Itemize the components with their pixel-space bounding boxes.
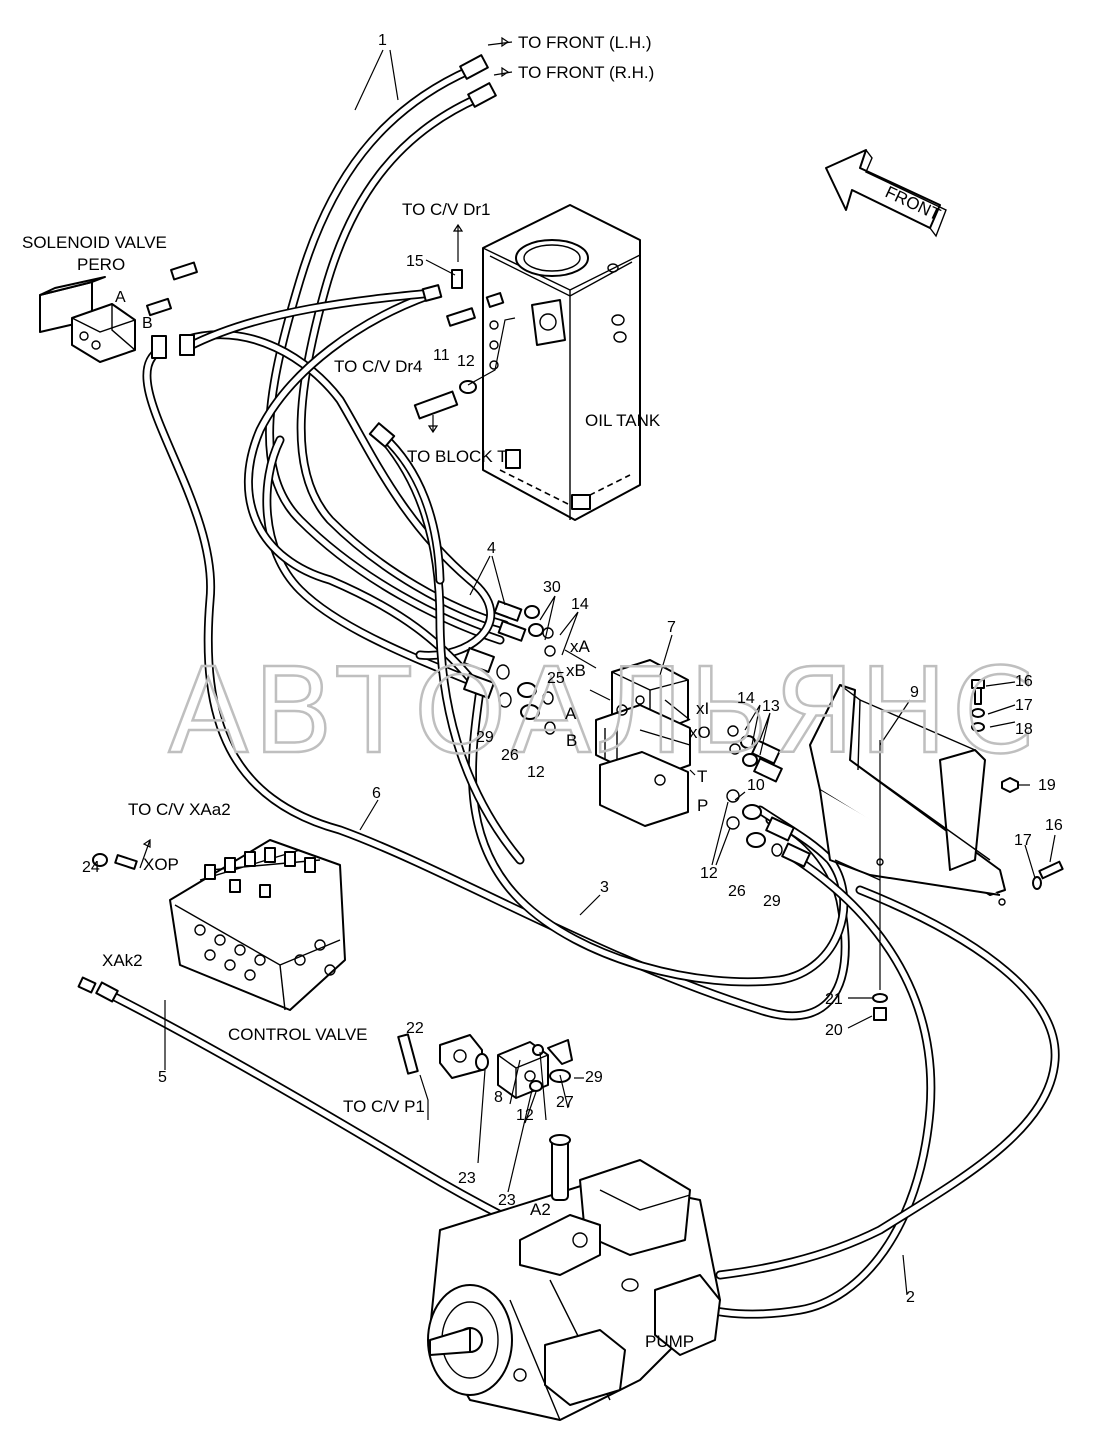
fasteners xyxy=(872,679,1064,1021)
callout-1: 1 xyxy=(378,32,387,49)
callout-12-pump: 12 xyxy=(516,1107,534,1124)
callout-29-right: 29 xyxy=(763,893,781,910)
callout-10: 10 xyxy=(747,777,765,794)
port-b-solenoid: B xyxy=(142,315,153,332)
callout-6: 6 xyxy=(372,785,381,802)
label-to-cv-p1: TO C/V P1 xyxy=(343,1097,425,1116)
callout-2: 2 xyxy=(906,1289,915,1306)
callout-25: 25 xyxy=(547,670,565,687)
port-xb: xB xyxy=(566,661,586,680)
label-to-cv-dr4: TO C/V Dr4 xyxy=(334,357,422,376)
tank-fittings xyxy=(413,223,516,434)
callout-17-lower: 17 xyxy=(1014,832,1032,849)
callout-23-left: 23 xyxy=(458,1170,476,1187)
callout-18: 18 xyxy=(1015,721,1033,738)
callout-16-lower: 16 xyxy=(1045,817,1063,834)
callout-11: 11 xyxy=(433,347,450,364)
callout-7: 7 xyxy=(667,619,676,636)
port-p: P xyxy=(697,796,708,815)
callout-26-block: 26 xyxy=(501,747,519,764)
label-pero: PERO xyxy=(77,255,125,274)
callout-29-block: 29 xyxy=(476,729,494,746)
callout-12-tank: 12 xyxy=(457,353,475,370)
label-solenoid-valve: SOLENOID VALVE xyxy=(22,233,167,252)
callout-20: 20 xyxy=(825,1022,843,1039)
callout-13: 13 xyxy=(762,698,780,715)
pump xyxy=(427,1134,721,1421)
callout-22: 22 xyxy=(406,1020,424,1037)
callout-12-right: 12 xyxy=(700,865,718,882)
block-fittings xyxy=(496,605,783,857)
label-to-cv-xaa2: TO C/V XAa2 xyxy=(128,800,231,819)
port-xa: xA xyxy=(570,637,591,656)
label-a2: A2 xyxy=(530,1200,551,1219)
oil-tank xyxy=(482,204,641,521)
callout-16-upper: 16 xyxy=(1015,673,1033,690)
port-a: A xyxy=(565,704,577,723)
callout-17-upper: 17 xyxy=(1015,697,1033,714)
watermark: АВТОАЛЬЯНС xyxy=(168,642,1038,780)
callout-23-lower: 23 xyxy=(498,1192,516,1209)
callout-14-upper: 14 xyxy=(571,596,589,613)
callout-15: 15 xyxy=(406,253,424,270)
bracket-9 xyxy=(809,684,1006,906)
solenoid-valve xyxy=(39,261,198,363)
port-b: B xyxy=(566,731,577,750)
callout-24: 24 xyxy=(82,859,100,876)
label-to-block-t: TO BLOCK T xyxy=(407,447,507,466)
callout-27: 27 xyxy=(556,1094,574,1111)
callout-12-block: 12 xyxy=(527,764,545,781)
callout-5: 5 xyxy=(158,1069,167,1086)
pump-fittings xyxy=(397,1033,573,1120)
label-to-front-lh: TO FRONT (L.H.) xyxy=(518,33,652,52)
front-arrow-icon xyxy=(825,149,947,238)
callout-3: 3 xyxy=(600,879,609,896)
hose-assembly-1 xyxy=(262,65,510,690)
hose-assembly-6 xyxy=(142,330,850,1021)
callout-4: 4 xyxy=(487,540,496,557)
label-xak2: XAk2 xyxy=(102,951,143,970)
callout-26-right: 26 xyxy=(728,883,746,900)
port-xi: xI xyxy=(696,699,709,718)
short-hose-dr4 xyxy=(183,288,437,352)
callout-8: 8 xyxy=(494,1089,503,1106)
callout-21: 21 xyxy=(825,991,843,1008)
callout-19: 19 xyxy=(1038,777,1056,794)
label-to-cv-dr1: TO C/V Dr1 xyxy=(402,200,490,219)
hose-end-fittings xyxy=(95,54,811,1003)
label-to-front-rh: TO FRONT (R.H.) xyxy=(518,63,654,82)
hose-assembly-2 xyxy=(375,430,1060,1319)
callout-30: 30 xyxy=(543,579,561,596)
port-a-solenoid: A xyxy=(115,289,126,306)
callout-14-right: 14 xyxy=(737,690,755,707)
control-valve xyxy=(77,838,346,1011)
port-t: T xyxy=(697,767,707,786)
callout-29-pump: 29 xyxy=(585,1069,603,1086)
callout-9: 9 xyxy=(910,684,919,701)
label-xop: XOP xyxy=(143,855,179,874)
label-pump: PUMP xyxy=(645,1332,694,1351)
port-xo: xO xyxy=(689,723,711,742)
label-oil-tank: OIL TANK xyxy=(585,411,661,430)
hose-to-block-t xyxy=(378,431,445,585)
callout-leaders xyxy=(164,36,1056,1296)
label-control-valve: CONTROL VALVE xyxy=(228,1025,368,1044)
pilot-block-7 xyxy=(595,659,691,827)
